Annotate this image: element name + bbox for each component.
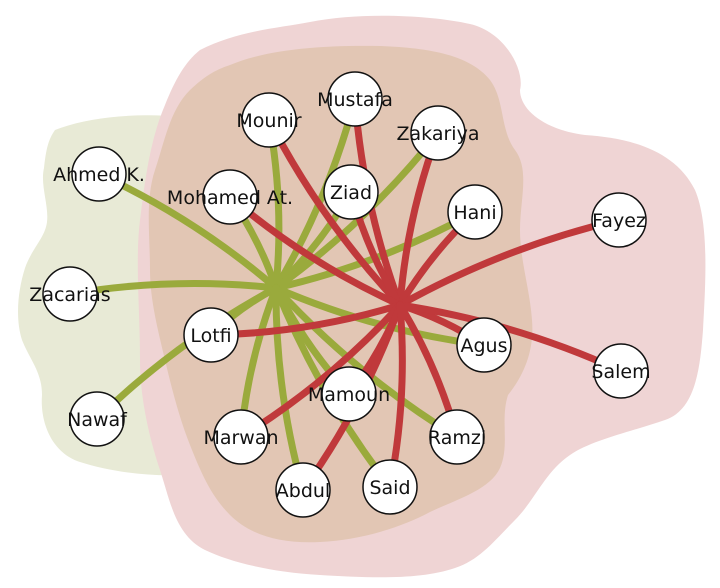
node-label-mustafa: Mustafa (317, 89, 393, 111)
node-label-marwan: Marwan (203, 427, 278, 449)
node-abdul: Abdul (275, 462, 331, 518)
node-label-nawaf: Nawaf (67, 409, 128, 431)
node-said: Said (362, 459, 418, 515)
node-salem: Salem (591, 343, 651, 399)
node-mounir: Mounir (236, 92, 302, 148)
node-ahmed: Ahmed K. (53, 146, 145, 202)
node-label-ramzi: Ramzi (428, 427, 486, 449)
node-label-ahmed: Ahmed K. (53, 164, 145, 186)
node-ramzi: Ramzi (428, 409, 486, 465)
node-marwan: Marwan (203, 409, 279, 465)
node-lotfi: Lotfi (183, 307, 239, 363)
node-circle-hani (447, 184, 503, 240)
node-circle-nawaf (69, 391, 125, 447)
node-label-lotfi: Lotfi (190, 325, 231, 347)
node-circle-mustafa (327, 71, 383, 127)
node-nawaf: Nawaf (67, 391, 128, 447)
edge-greenHub-ramzi (272, 284, 461, 441)
node-circle-mohamed (202, 169, 258, 225)
node-mohamed: Mohamed At. (167, 169, 293, 225)
node-circle-ramzi (429, 409, 485, 465)
node-circle-fayez (591, 192, 647, 248)
node-circle-salem (593, 343, 649, 399)
node-circle-lotfi (183, 307, 239, 363)
node-circle-ziad (323, 164, 379, 220)
node-circle-zacarias (42, 266, 98, 322)
node-circle-zakariya (410, 105, 466, 161)
node-circle-mounir (241, 92, 297, 148)
node-label-ziad: Ziad (330, 182, 372, 204)
node-label-mounir: Mounir (236, 110, 301, 132)
node-label-abdul: Abdul (276, 480, 330, 502)
node-label-hani: Hani (453, 202, 496, 224)
edge-redHub-fayez (396, 216, 623, 309)
edge-redHub-salem (396, 301, 625, 375)
node-label-agus: Agus (461, 335, 508, 357)
node-circle-agus (456, 317, 512, 373)
node-circle-ahmed (71, 146, 127, 202)
node-circle-marwan (213, 409, 269, 465)
node-label-mamoun: Mamoun (308, 384, 390, 406)
edge-redHub-mounir (265, 116, 404, 309)
node-zakariya: Zakariya (397, 105, 480, 161)
node-label-fayez: Fayez (592, 210, 646, 232)
node-mamoun: Mamoun (308, 366, 390, 422)
node-label-said: Said (369, 477, 410, 499)
node-label-zacarias: Zacarias (29, 284, 110, 306)
node-agus: Agus (456, 317, 512, 373)
node-circle-said (362, 459, 418, 515)
node-label-salem: Salem (591, 361, 650, 383)
node-label-mohamed: Mohamed At. (167, 187, 293, 209)
node-ziad: Ziad (323, 164, 379, 220)
node-circle-mamoun (321, 366, 377, 422)
node-hani: Hani (447, 184, 503, 240)
node-fayez: Fayez (591, 192, 647, 248)
node-label-zakariya: Zakariya (397, 123, 480, 145)
node-circle-abdul (275, 462, 331, 518)
node-mustafa: Mustafa (317, 71, 393, 127)
node-zacarias: Zacarias (29, 266, 111, 322)
